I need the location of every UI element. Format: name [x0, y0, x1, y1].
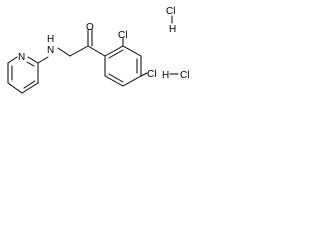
bond [57, 47, 71, 57]
double-bond-inner [108, 73, 124, 83]
salt-hydrogen-label: H [162, 70, 169, 81]
amine-linker [37, 29, 106, 64]
bond [140, 72, 148, 77]
salt-chlorine-label: Cl [166, 6, 175, 17]
dichlorophenyl-ring [104, 37, 148, 87]
ortho-chlorine-label: Cl [118, 30, 127, 41]
bond [104, 45, 124, 57]
bond [37, 56, 49, 64]
hcl-salt-1: Cl H [166, 6, 176, 35]
salt-hydrogen-label: H [169, 24, 176, 35]
hcl-salt-2: Cl H [162, 70, 189, 81]
amine-nitrogen-label: N [47, 45, 54, 56]
bond [104, 75, 124, 87]
bond [7, 82, 23, 94]
bond [69, 45, 89, 57]
double-bond-inner [26, 61, 35, 67]
double-bond-inner [108, 49, 124, 59]
carbonyl-oxygen-label: O [86, 22, 94, 33]
amine-hydrogen-label: H [47, 34, 54, 45]
bond [122, 75, 142, 87]
chemical-structure-diagram: N N H O Cl Cl Cl H Cl H [7, 6, 189, 94]
bond [87, 45, 106, 57]
para-chlorine-label: Cl [147, 69, 156, 80]
bond [7, 56, 18, 64]
pyridine-nitrogen-label: N [18, 52, 25, 63]
salt-chlorine-label: Cl [180, 70, 189, 81]
bond [21, 82, 39, 94]
bond [27, 56, 39, 64]
pyridine-ring [7, 56, 39, 94]
double-bond-inner [23, 80, 36, 89]
bond [122, 45, 142, 57]
